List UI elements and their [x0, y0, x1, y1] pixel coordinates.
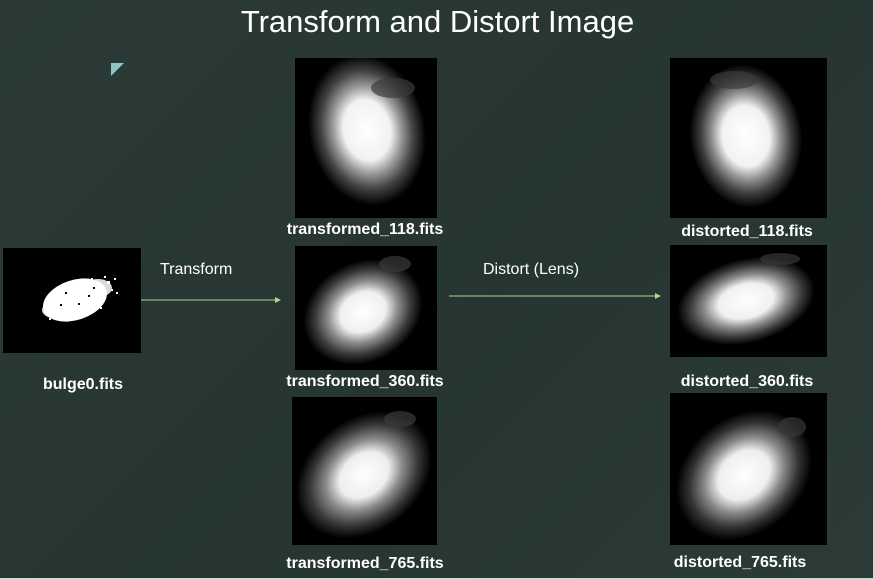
bulge-blob-image [42, 276, 118, 322]
distorted-765-label: distorted_765.fits [673, 554, 807, 571]
source-image-panel [3, 248, 141, 353]
distorted-118-image [670, 58, 827, 218]
transformed-765-label: transformed_765.fits [286, 555, 444, 572]
distorted-360-image [670, 245, 827, 357]
transformed-360-label: transformed_360.fits [286, 373, 444, 390]
distort-arrow-label: Distort (Lens) [483, 261, 580, 278]
transformed-118-label: transformed_118.fits [286, 221, 444, 238]
transformed-765-image [292, 397, 437, 545]
distorted-118-label: distorted_118.fits [681, 223, 813, 240]
distorted-765-image [670, 393, 827, 545]
transformed-118-image [295, 58, 437, 218]
triangle-marker-icon [111, 63, 124, 76]
transformed-360-image [295, 246, 437, 370]
distorted-360-label: distorted_360.fits [680, 373, 814, 390]
source-image-label: bulge0.fits [42, 376, 123, 393]
slide-title: Transform and Distort Image [240, 4, 635, 39]
transform-arrow-icon [141, 295, 281, 305]
transform-arrow-label: Transform [160, 261, 233, 278]
distort-arrow-icon [449, 291, 661, 301]
